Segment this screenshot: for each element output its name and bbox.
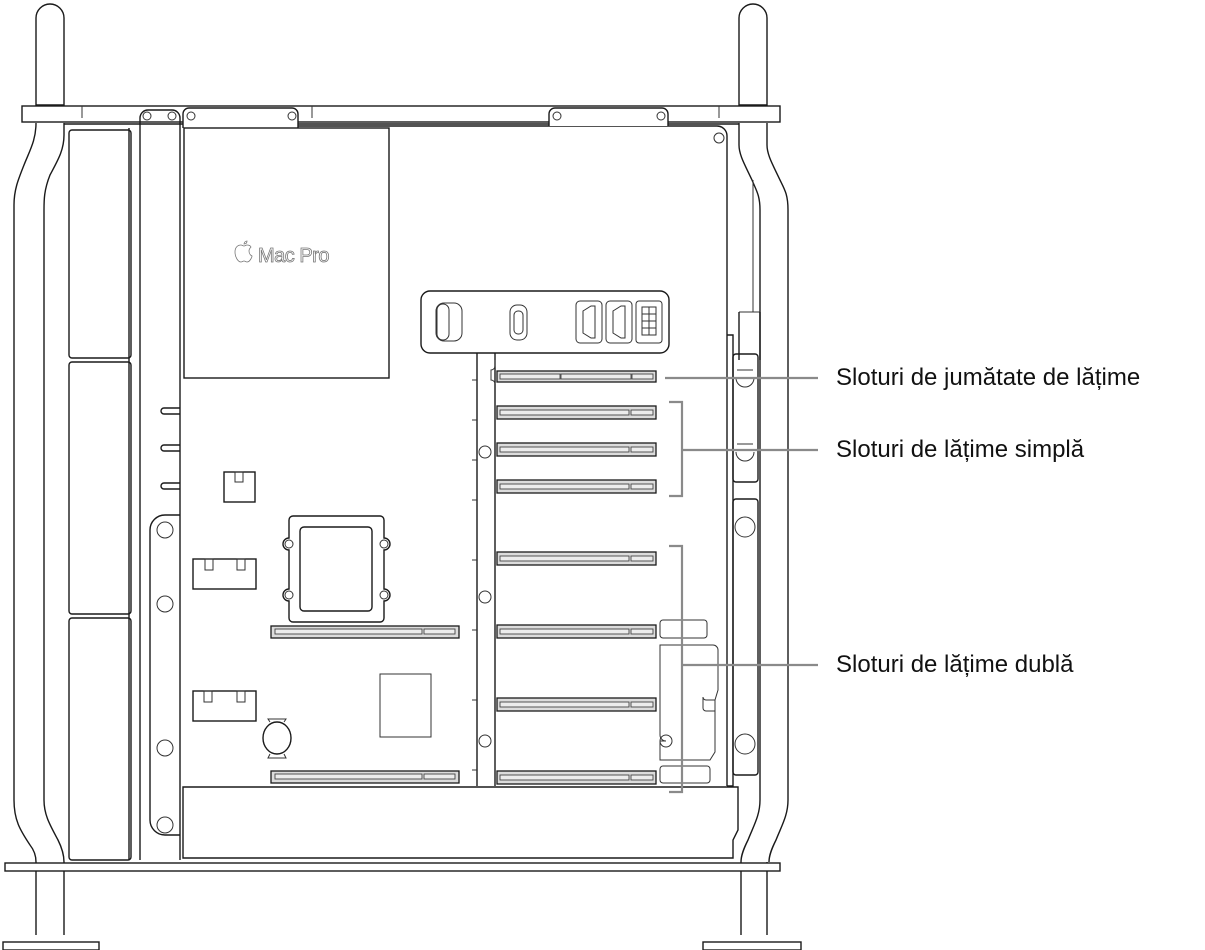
power-supply-panel: Mac Pro xyxy=(183,127,390,379)
callout-bracket-double-width xyxy=(669,544,818,794)
cpu-socket xyxy=(282,515,391,623)
bottom-bay xyxy=(182,786,739,859)
pcie-riser-rail xyxy=(472,360,496,771)
apple-logo-icon xyxy=(234,240,253,263)
bottom-frame-bar xyxy=(4,862,781,872)
left-rail xyxy=(139,109,181,860)
usb-a-port-icon xyxy=(435,302,463,342)
double-width-slot xyxy=(496,697,657,712)
left-frame-handle xyxy=(2,3,100,950)
pcie-slots xyxy=(496,370,657,785)
board-components xyxy=(192,471,460,784)
coin-battery xyxy=(262,718,292,759)
right-rail xyxy=(727,312,761,787)
memory-slot xyxy=(270,625,460,639)
top-brackets xyxy=(182,107,669,128)
logic-board xyxy=(183,125,728,786)
double-width-slot xyxy=(496,551,657,566)
io-card xyxy=(420,290,670,786)
double-width-slot xyxy=(496,624,657,639)
callout-bracket-single-width xyxy=(669,400,818,498)
hdmi-port-icon xyxy=(605,300,633,344)
power-connector-icon xyxy=(635,300,663,344)
single-width-slot xyxy=(496,405,657,420)
callout-lines xyxy=(665,376,818,794)
single-width-slot xyxy=(496,479,657,494)
half-width-slot xyxy=(496,370,657,383)
slot-clips xyxy=(659,619,719,784)
mac-pro-logo-text: Mac Pro xyxy=(258,245,329,267)
single-width-slot xyxy=(496,442,657,457)
right-frame-handle xyxy=(702,3,802,950)
hdmi-port-icon xyxy=(575,300,603,344)
callout-label-single-width: Sloturi de lățime simplă xyxy=(836,436,1085,463)
memory-slot xyxy=(270,770,460,784)
callout-label-half-width: Sloturi de jumătate de lățime xyxy=(836,364,1141,391)
callout-label-double-width: Sloturi de lățime dublă xyxy=(836,651,1074,678)
usb-c-port-icon xyxy=(509,304,528,341)
double-width-slot xyxy=(496,770,657,785)
fan-bays xyxy=(68,128,132,861)
